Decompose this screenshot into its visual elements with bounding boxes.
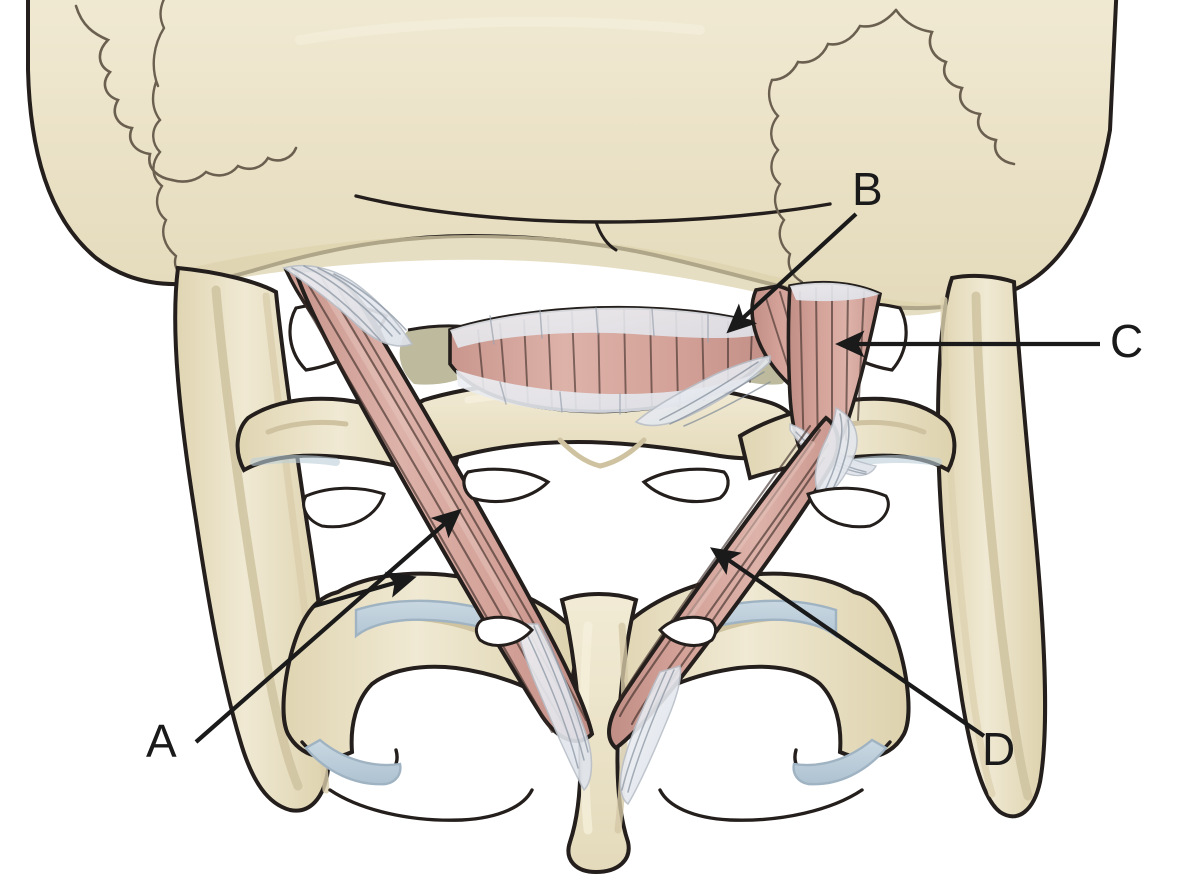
label-a: A <box>146 715 178 767</box>
mastoid-left-ridge <box>211 285 303 791</box>
facet-cartilage-right-lower <box>792 738 888 786</box>
foramina-group <box>302 467 890 647</box>
vertebral-artery-groove-right <box>852 455 942 466</box>
suture-median-left <box>151 80 194 284</box>
c3-vertebra-hint-right <box>658 788 864 822</box>
suture-lambdoid-left <box>74 4 174 182</box>
oci-left-tendon-fibers-inf <box>523 625 589 769</box>
suture-lambdoid-mid-right <box>770 8 898 82</box>
mastoid-right-ridge <box>971 291 1033 801</box>
oci-right-tendon-fibers-inf <box>621 669 675 793</box>
oci-left-tendon-fibers-sup <box>291 265 407 341</box>
rcpmin-tendon-fibers <box>489 307 709 415</box>
ocs-right-tendon-fibers <box>659 361 771 427</box>
leader-line-a <box>194 508 462 744</box>
leader-lines-group <box>194 212 1100 744</box>
ocs-right-tendon <box>634 355 771 427</box>
oci-right-highlight <box>673 441 815 639</box>
leader-line-a-secondary <box>313 571 417 609</box>
oci-right-tendon-inferior <box>619 665 682 806</box>
vertebral-artery-groove-left <box>250 455 340 466</box>
foramen-right <box>641 467 730 504</box>
suture-median-right <box>767 78 804 284</box>
interlaminar-space-left <box>302 486 386 529</box>
foramen-inferior-right <box>657 615 718 647</box>
protuberance-notch <box>594 220 618 252</box>
cranium-group <box>26 0 1119 316</box>
occipital-protuberance <box>354 194 832 224</box>
label-d: D <box>982 723 1016 775</box>
cranium-highlight <box>295 16 705 45</box>
interlaminar-space-right <box>806 486 890 529</box>
leader-line-d <box>709 547 986 738</box>
foramen-inferior-left <box>474 615 535 647</box>
obliquus-capitis-inferior-right-group <box>607 406 858 806</box>
mastoid-right-group <box>935 273 1048 819</box>
atlas-arch-tubercle <box>557 437 647 469</box>
oci-left-highlight <box>327 297 537 651</box>
label-b: B <box>852 163 884 215</box>
suture-sagittal-left <box>152 0 166 88</box>
rcpmaj-right-tendon-top <box>790 282 880 302</box>
foramen-left <box>462 467 551 504</box>
c3-vertebra-hint-left <box>328 788 534 822</box>
atlas-tp-left-notch <box>265 419 349 435</box>
atlas-tp-right-notch <box>847 419 927 435</box>
label-c: C <box>1110 315 1144 367</box>
oci-left-tendon-superior <box>282 264 414 347</box>
suture-lambdoid-mid-left <box>170 146 298 183</box>
facet-cartilage-left-lower <box>304 738 402 786</box>
nuchal-shadow <box>190 234 960 316</box>
suture-lambdoid-right <box>894 8 1016 166</box>
leader-line-b <box>726 212 858 334</box>
rcpmin-tendon-upper <box>450 307 776 348</box>
mastoid-right-edge-shade <box>940 296 996 798</box>
